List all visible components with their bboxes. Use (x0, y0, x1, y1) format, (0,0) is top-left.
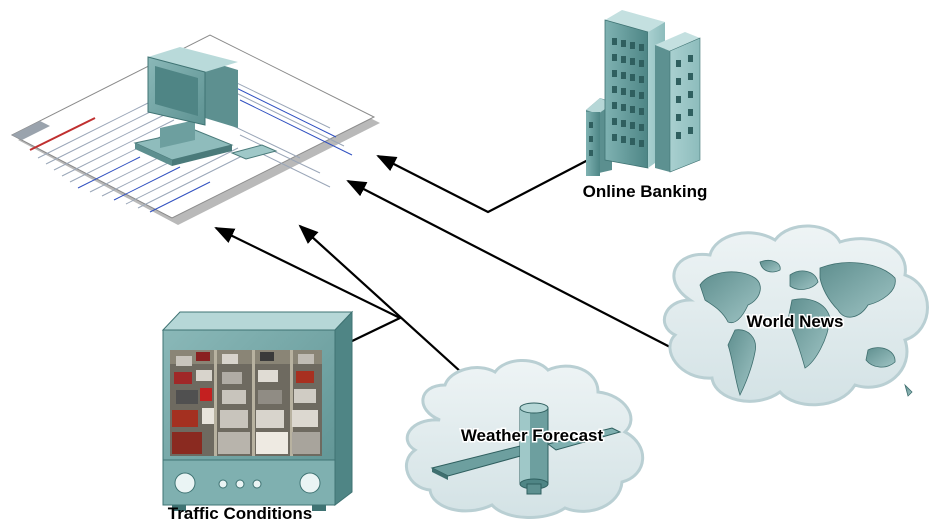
arrow-world-news (346, 180, 671, 348)
computer-keyboard (230, 144, 278, 160)
traffic-conditions-label: Traffic Conditions (168, 504, 313, 523)
building-windows (589, 38, 693, 156)
computer-screen (155, 66, 198, 116)
arrow-online-banking (376, 155, 589, 214)
online-banking-label: Online Banking (583, 182, 708, 201)
computer-monitor-side (205, 60, 238, 128)
monitor-control-knobs (174, 472, 321, 494)
world-news-node: World News (662, 224, 929, 407)
satellite-icon (430, 402, 622, 495)
web-page-content (29, 69, 353, 213)
traffic-cars (172, 352, 320, 454)
computer-monitor-top (148, 47, 238, 72)
traffic-conditions-node: Traffic Conditions (161, 310, 354, 523)
world-map-icon (699, 260, 913, 397)
weather-forecast-node: Weather Forecast (404, 358, 645, 519)
client-computer-group (10, 34, 380, 225)
arrow-traffic-conditions (214, 227, 403, 344)
weather-forecast-label: Weather Forecast (461, 426, 604, 445)
computer-stand (160, 120, 195, 148)
online-banking-node: Online Banking (583, 10, 708, 201)
world-news-label: World News (747, 312, 844, 331)
traffic-camera-image (170, 350, 322, 456)
web-page-titlebar (12, 121, 50, 140)
